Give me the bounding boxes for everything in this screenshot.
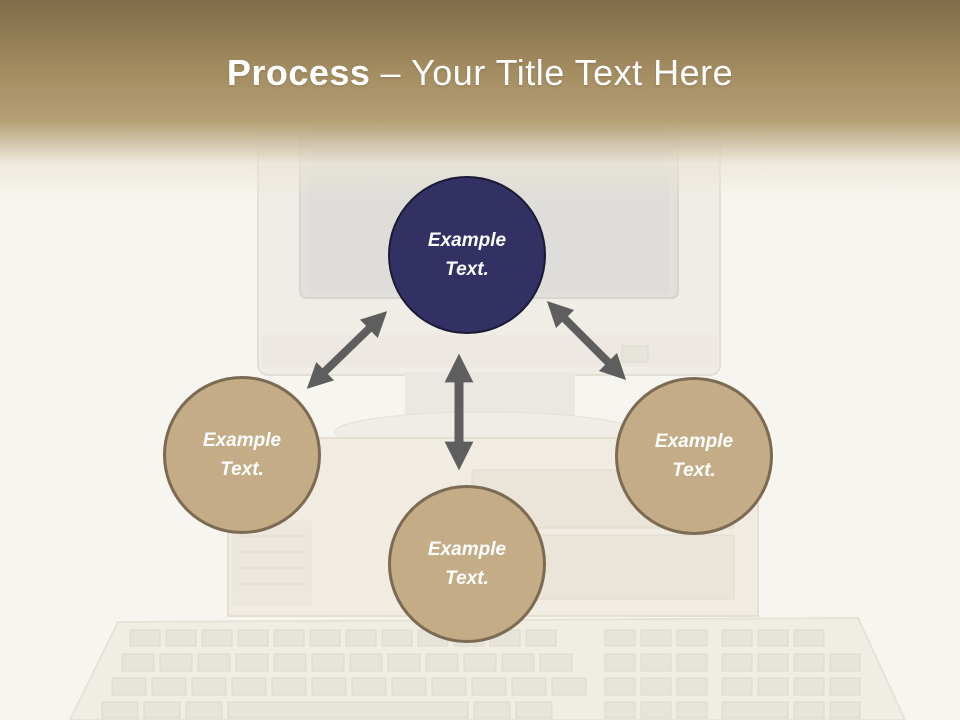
process-circle-bottom[interactable]: Example Text.	[388, 485, 546, 643]
title-rest-text: Your Title Text Here	[410, 52, 734, 93]
circle-left-line1: Example	[202, 430, 282, 451]
circle-left-text: Example Text.	[182, 426, 302, 484]
process-circle-right[interactable]: Example Text.	[615, 377, 773, 535]
circle-top-text: Example Text.	[407, 226, 527, 284]
title-bold-text: Process	[226, 52, 371, 93]
circle-bottom-line1: Example	[427, 539, 507, 560]
circle-right-line2: Text.	[672, 460, 716, 481]
circle-right-line1: Example	[654, 431, 734, 452]
circle-top-line1: Example	[427, 230, 507, 251]
circle-bottom-line2: Text.	[445, 568, 489, 589]
process-circle-top[interactable]: Example Text.	[388, 176, 546, 334]
circle-right-text: Example Text.	[634, 427, 754, 485]
title-band	[0, 0, 960, 200]
double-arrow-right-icon[interactable]	[546, 300, 627, 381]
double-arrow-left-icon[interactable]	[306, 311, 388, 389]
title-dash: –	[380, 52, 401, 93]
slide-title[interactable]: Process–Your Title Text Here	[0, 52, 960, 94]
circle-top-line2: Text.	[445, 259, 489, 280]
process-circle-left[interactable]: Example Text.	[163, 376, 321, 534]
circle-left-line2: Text.	[220, 459, 264, 480]
circle-bottom-text: Example Text.	[407, 535, 527, 593]
